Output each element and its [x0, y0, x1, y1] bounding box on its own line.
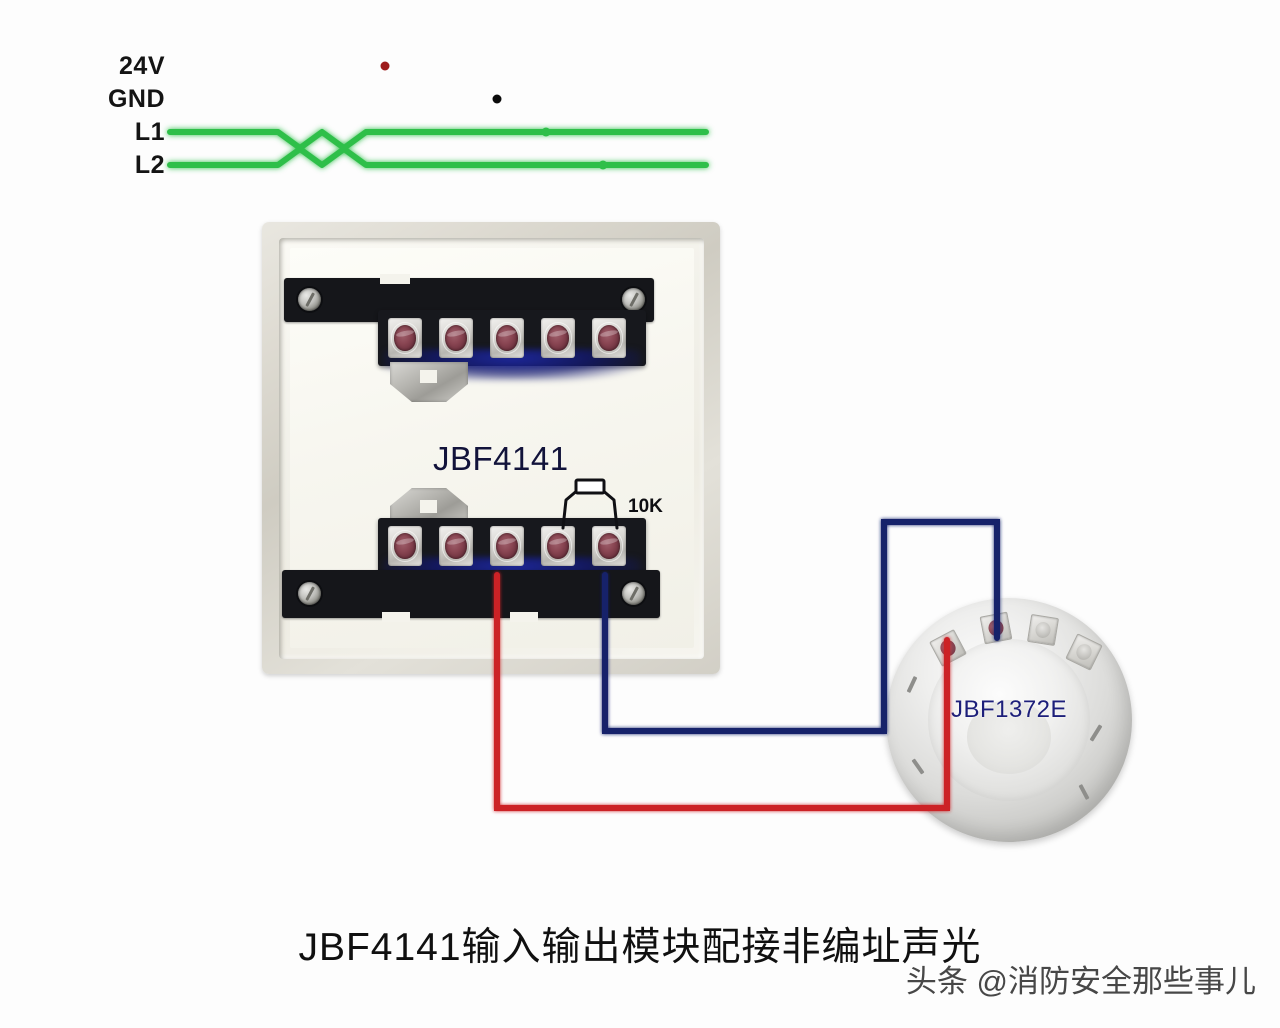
mounting-screw-bottom-right	[622, 582, 645, 605]
red-output-wire	[494, 572, 950, 811]
bus-wire-l2	[167, 146, 709, 168]
terminal-6[interactable]	[388, 526, 422, 566]
terminal-9[interactable]	[541, 526, 575, 566]
terminal-1[interactable]	[388, 318, 422, 358]
terminal-2[interactable]	[439, 318, 473, 358]
watermark: 头条 @消防安全那些事儿	[905, 964, 1256, 999]
upper-clip-slot	[420, 370, 437, 383]
jbf1372e-sounder-base: JBF1372E	[886, 598, 1132, 842]
diagram-caption: JBF4141输入输出模块配接非编址声光	[298, 926, 982, 969]
detector-inner-ring	[967, 700, 1051, 774]
bus-label-l1: L1	[134, 118, 165, 146]
mounting-screw-top-right	[622, 288, 645, 311]
bus-label-gnd: GND	[107, 85, 165, 113]
lower-mounting-bar	[282, 570, 660, 622]
mounting-screw-top-left	[298, 288, 321, 311]
bus-label-l2: L2	[134, 151, 165, 179]
bar-notch	[382, 612, 410, 622]
terminal-10[interactable]	[592, 526, 626, 566]
jbf4141-module: JBF4141 10K	[262, 222, 720, 674]
terminal-3[interactable]	[490, 318, 524, 358]
resistor-10k-symbol	[561, 478, 619, 530]
junction-l1-drop	[541, 127, 551, 137]
terminal-4[interactable]	[541, 318, 575, 358]
bus-label-24v: 24V	[119, 52, 165, 80]
junction-gnd-drop	[492, 94, 502, 104]
module-faceplate: JBF4141 10K	[282, 248, 694, 648]
junction-l2-drop	[598, 160, 608, 170]
terminal-8[interactable]	[490, 526, 524, 566]
bar-notch	[380, 274, 410, 284]
terminal-5[interactable]	[592, 318, 626, 358]
blue-output-wire	[602, 519, 1000, 734]
lower-clip-slot	[420, 500, 437, 513]
junction-24v-drop	[380, 61, 390, 71]
mounting-screw-bottom-left	[298, 582, 321, 605]
module-name-label: JBF4141	[433, 440, 569, 477]
bar-notch	[510, 612, 538, 622]
bus-wire-l1	[167, 129, 709, 151]
resistor-value-label: 10K	[628, 496, 663, 517]
bus-lines	[167, 63, 709, 168]
upper-terminal-strip	[378, 310, 646, 381]
bus-junctions	[380, 61, 608, 170]
terminal-7[interactable]	[439, 526, 473, 566]
detector-name-label: JBF1372E	[950, 695, 1068, 723]
